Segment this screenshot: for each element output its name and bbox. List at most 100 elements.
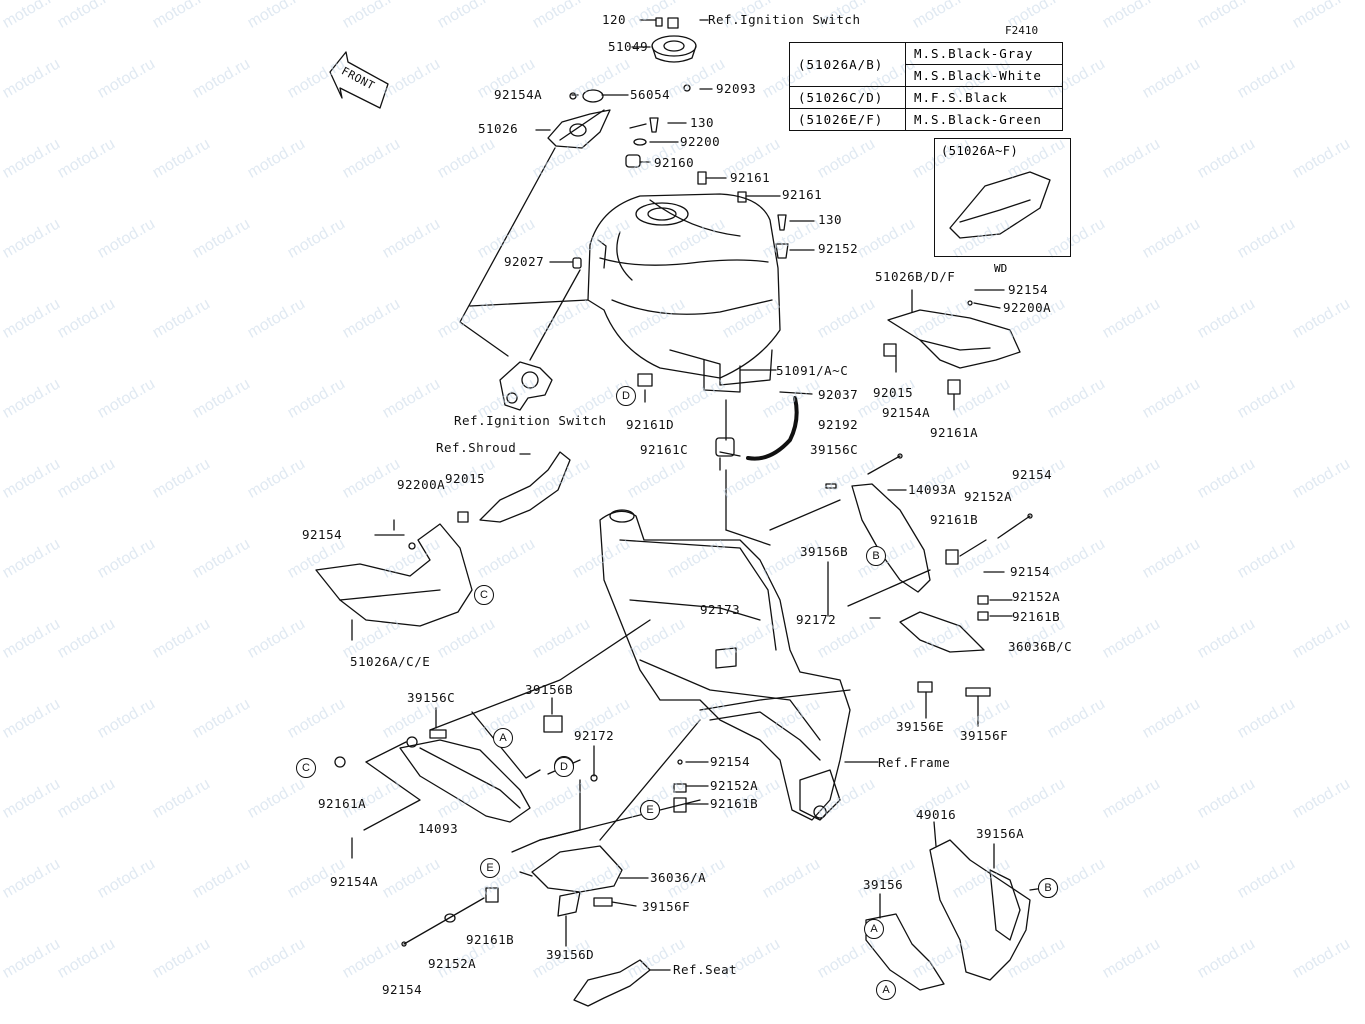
lower-right-panel-part	[865, 821, 1045, 991]
bolts-part	[572, 117, 789, 269]
part-number-label: 92161A	[930, 425, 979, 440]
right-tank-cover-part	[883, 289, 1021, 411]
front-arrow-icon	[329, 51, 389, 109]
leader-lines	[459, 19, 815, 546]
part-number-label: 36036B/C	[1008, 639, 1073, 654]
color-name-cell: M.S.Black-White	[905, 64, 1063, 87]
part-number-label: 39156	[863, 877, 904, 892]
callout-marker: A	[864, 919, 884, 939]
part-number-label: 92173	[700, 602, 741, 617]
part-number-label: 92172	[796, 612, 837, 627]
part-number-label: 92154A	[330, 874, 379, 889]
color-code-cell: (51026A/B)	[789, 42, 906, 87]
part-number-label: 92192	[818, 417, 859, 432]
part-number-label: 92200	[680, 134, 721, 149]
part-number-label: 36036/A	[650, 870, 707, 885]
color-name-cell: M.F.S.Black	[905, 86, 1063, 109]
part-number-label: 92154A	[494, 87, 543, 102]
part-number-label: 92152A	[710, 778, 759, 793]
part-number-label: 92027	[504, 254, 545, 269]
color-name-cell: M.S.Black-Gray	[905, 42, 1063, 65]
part-number-label: 92152A	[964, 489, 1013, 504]
part-number-label: 39156D	[546, 947, 595, 962]
part-number-label: 92172	[574, 728, 615, 743]
part-number-label: 92160	[654, 155, 695, 170]
callout-marker: A	[493, 728, 513, 748]
part-number-label: 92093	[716, 81, 757, 96]
part-number-label: 92200A	[397, 477, 446, 492]
fuel-tank-part	[587, 193, 781, 393]
callout-marker: C	[474, 585, 494, 605]
inset-note: WD	[994, 262, 1008, 275]
part-number-label: 39156A	[976, 826, 1025, 841]
inset-box: (51026A~F)	[934, 138, 1071, 257]
ignition-switch-part	[499, 361, 553, 411]
color-code-cell: (51026C/D)	[789, 86, 906, 109]
part-number-label: 92161D	[626, 417, 675, 432]
hose-part	[637, 373, 799, 461]
callout-marker: A	[876, 980, 896, 1000]
part-number-label: 51091/A~C	[776, 363, 849, 378]
callout-marker: E	[480, 858, 500, 878]
part-number-label: 92152A	[428, 956, 477, 971]
inset-graphic	[949, 171, 1051, 239]
part-number-label: 92161	[730, 170, 771, 185]
part-number-label: 51026A/C/E	[350, 654, 431, 669]
shroud-part	[457, 451, 571, 523]
callout-marker: E	[640, 800, 660, 820]
part-number-label: 39156C	[407, 690, 456, 705]
lower-bracket-part	[401, 719, 709, 947]
part-number-label: 92154	[710, 754, 751, 769]
part-number-label: 130	[818, 212, 843, 227]
right-panel-part	[769, 453, 931, 617]
part-number-label: 92154	[1012, 467, 1053, 482]
part-number-label: 92161B	[1012, 609, 1061, 624]
figure-code: F2410	[1005, 24, 1039, 37]
part-number-label: 92015	[445, 471, 486, 486]
part-number-label: 92152A	[1012, 589, 1061, 604]
part-number-label: 39156F	[642, 899, 691, 914]
part-number-label: 39156E	[896, 719, 945, 734]
part-number-label: 39156B	[525, 682, 574, 697]
part-number-label: Ref.Shroud	[436, 440, 517, 455]
part-number-label: 92161A	[318, 796, 367, 811]
part-number-label: Ref.Frame	[878, 755, 951, 770]
part-number-label: 56054	[630, 87, 671, 102]
part-number-label: Ref.Ignition Switch	[708, 12, 861, 27]
part-number-label: Ref.Ignition Switch	[454, 413, 607, 428]
part-number-label: 92152	[818, 241, 859, 256]
part-number-label: 92161B	[930, 512, 979, 527]
part-number-label: 14093A	[908, 482, 957, 497]
callout-marker: D	[554, 757, 574, 777]
part-number-label: 49016	[916, 807, 957, 822]
part-number-label: 39156C	[810, 442, 859, 457]
part-number-label: 92200A	[1003, 300, 1052, 315]
callout-marker: C	[296, 758, 316, 778]
part-number-label: 92154	[382, 982, 423, 997]
part-number-label: 39156B	[800, 544, 849, 559]
frame-part	[599, 509, 879, 821]
part-number-label: 92161C	[640, 442, 689, 457]
bracket-part	[869, 513, 1033, 727]
part-number-label: 92015	[873, 385, 914, 400]
color-table: (51026A/B) M.S.Black-Gray M.S.Black-Whit…	[789, 42, 1063, 131]
callout-marker: B	[1038, 878, 1058, 898]
tank-cover-part	[547, 89, 611, 149]
callout-marker: D	[616, 386, 636, 406]
part-number-label: 92037	[818, 387, 859, 402]
part-number-label: 92161B	[710, 796, 759, 811]
part-number-label: 39156F	[960, 728, 1009, 743]
inset-title: (51026A~F)	[941, 144, 1019, 158]
part-number-label: 92161	[782, 187, 823, 202]
left-side-cover-part	[315, 519, 473, 641]
part-number-label: 92154	[1008, 282, 1049, 297]
callout-marker: B	[866, 546, 886, 566]
part-number-label: 130	[690, 115, 715, 130]
color-code-cell: (51026E/F)	[789, 108, 906, 131]
part-number-label: Ref.Seat	[673, 962, 738, 977]
part-number-label: 92161B	[466, 932, 515, 947]
part-number-label: 51049	[608, 39, 649, 54]
lower-panel-part	[334, 619, 651, 859]
color-name-cell: M.S.Black-Green	[905, 108, 1063, 131]
